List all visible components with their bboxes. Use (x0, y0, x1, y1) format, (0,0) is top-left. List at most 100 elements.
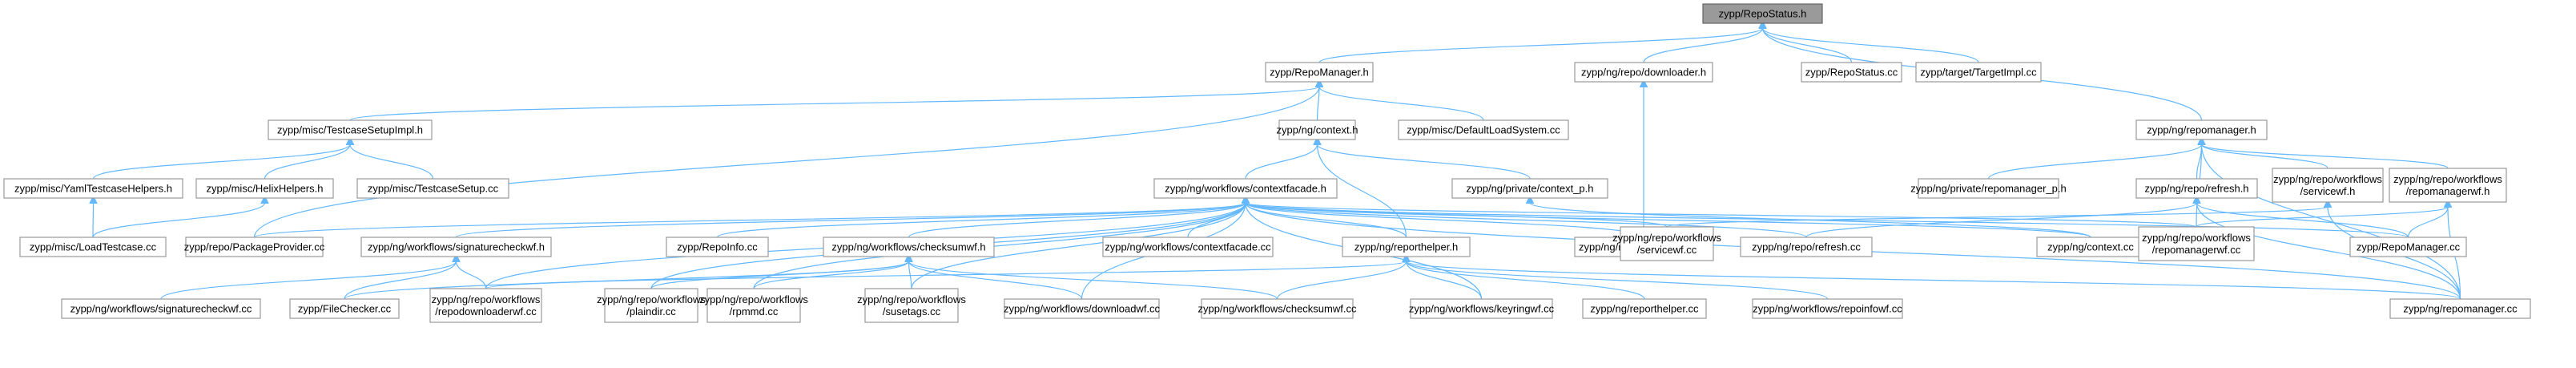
node-zypp-ng-reporthelper-h[interactable]: zypp/ng/reporthelper.h (1342, 237, 1471, 257)
edge-zypp-ng-repo-workflows-repodownloaderwf-cc-to-zypp-ng-reporthelper-h (485, 261, 1407, 289)
node-label: zypp/ng/private/context_p.h (1467, 183, 1594, 195)
node-zypp-ng-repo-workflows-rpmmd-cc[interactable]: zypp/ng/repo/workflows/rpmmd.cc (699, 288, 808, 323)
node-label: zypp/ng/repo/workflows (699, 293, 808, 305)
edge-zypp-ng-private-context-p-h-to-zypp-ng-context-h (1318, 144, 1531, 180)
node-box (706, 288, 801, 323)
node-zypp-ng-repo-workflows-servicewf-cc[interactable]: zypp/ng/repo/workflows/servicewf.cc (1612, 226, 1721, 261)
node-zypp-ng-repo-refresh-h[interactable]: zypp/ng/repo/refresh.h (2135, 178, 2258, 199)
node-box (19, 237, 167, 257)
node-zypp-ng-workflows-checksumwf-h[interactable]: zypp/ng/workflows/checksumwf.h (823, 237, 995, 257)
node-zypp-ng-repo-workflows-repomanagerwf-cc[interactable]: zypp/ng/repo/workflows/repomanagerwf.cc (2138, 226, 2255, 261)
node-label: /susetags.cc (883, 305, 941, 317)
node-label: zypp/ng/workflows/contextfacade.cc (1105, 241, 1271, 253)
node-zypp-ng-repo-workflows-plaindir-cc[interactable]: zypp/ng/repo/workflows/plaindir.cc (597, 288, 706, 323)
node-zypp-ng-workflows-downloadwf-cc[interactable]: zypp/ng/workflows/downloadwf.cc (1004, 298, 1161, 319)
node-zypp-ng-context-h[interactable]: zypp/ng/context.h (1277, 119, 1358, 140)
node-label: zypp/ng/repomanager.h (2147, 124, 2256, 136)
node-label: zypp/ng/workflows/checksumwf.cc (1198, 303, 1357, 315)
node-zypp-ng-workflows-checksumwf-cc[interactable]: zypp/ng/workflows/checksumwf.cc (1198, 298, 1357, 319)
node-zypp-ng-repo-workflows-repodownloaderwf-cc[interactable]: zypp/ng/repo/workflows/repodownloaderwf.… (429, 288, 542, 323)
node-label: zypp/RepoManager.h (1270, 67, 1369, 79)
node-zypp-repomanager-cc[interactable]: zypp/RepoManager.cc (2349, 237, 2467, 257)
node-label: zypp/ng/repo/workflows (1612, 232, 1721, 244)
edge-zypp-ng-workflows-repoinfowf-cc-to-zypp-ng-reporthelper-h (1407, 261, 1829, 300)
node-box (666, 237, 769, 257)
node-box (2138, 226, 2255, 261)
node-zypp-ng-context-cc[interactable]: zypp/ng/context.cc (2036, 237, 2145, 257)
node-label: zypp/ng/reporthelper.h (1354, 241, 1458, 253)
node-zypp-ng-repo-downloader-h[interactable]: zypp/ng/repo/downloader.h (1574, 62, 1713, 83)
edge-zypp-repomanager-cc-to-zypp-ng-repo-workflows-repomanagerwf-h (2407, 207, 2449, 238)
edge-zypp-filechecker-cc-to-zypp-ng-workflows-signaturecheckwf-h (344, 261, 457, 300)
node-label: zypp/misc/DefaultLoadSystem.cc (1407, 124, 1560, 136)
node-label: zypp/misc/YamlTestcaseHelpers.h (14, 183, 172, 195)
node-label: zypp/ng/context.h (1277, 124, 1358, 136)
node-zypp-filechecker-cc[interactable]: zypp/FileChecker.cc (289, 298, 400, 319)
node-zypp-ng-workflows-signaturecheckwf-h[interactable]: zypp/ng/workflows/signaturecheckwf.h (360, 237, 552, 257)
edge-zypp-ng-workflows-downloadwf-cc-to-zypp-ng-workflows-checksumwf-h (909, 261, 1083, 300)
node-zypp-ng-workflows-contextfacade-h[interactable]: zypp/ng/workflows/contextfacade.h (1153, 178, 1338, 199)
node-zypp-repomanager-h[interactable]: zypp/RepoManager.h (1265, 62, 1374, 83)
node-label: /repomanagerwf.cc (2152, 244, 2241, 256)
file-nodes: zypp/RepoStatus.h zypp/RepoManager.h zypp/… (3, 3, 2531, 323)
node-label: zypp/ng/repo/workflows (2273, 173, 2382, 185)
node-zypp-ng-workflows-repoinfowf-cc[interactable]: zypp/ng/workflows/repoinfowf.cc (1752, 298, 1903, 319)
node-zypp-misc-helixhelpers-h[interactable]: zypp/misc/HelixHelpers.h (195, 178, 334, 199)
node-box (604, 288, 698, 323)
node-box (1201, 298, 1354, 319)
edge-zypp-ng-workflows-signaturecheckwf-cc-to-zypp-ng-workflows-signaturecheckwf-h (160, 261, 457, 300)
node-box (3, 178, 183, 199)
edge-zypp-ng-repo-workflows-rpmmd-cc-to-zypp-ng-workflows-contextfacade-h (753, 203, 1246, 289)
edge-zypp-ng-repomanager-cc-to-zypp-ng-reporthelper-h (1407, 261, 2461, 300)
node-zypp-misc-testcasesetupimpl-h[interactable]: zypp/misc/TestcaseSetupImpl.h (268, 119, 433, 140)
node-label: zypp/ng/workflows/checksumwf.h (831, 241, 985, 253)
node-zypp-target-targetimpl-cc[interactable]: zypp/target/TargetImpl.cc (1915, 62, 2042, 83)
edge-zypp-ng-private-repomanager-p-h-to-zypp-ng-repomanager-h (1987, 144, 2202, 180)
edge-zypp-ng-repo-workflows-repomanagerwf-cc-to-zypp-ng-repo-workflows-repomanagerwf-h (2196, 207, 2448, 228)
node-zypp-repostatus-h: zypp/RepoStatus.h (1702, 3, 1823, 24)
edge-zypp-repo-packageprovider-cc-to-zypp-repomanager-h (253, 87, 1320, 238)
node-label: zypp/ng/private/repomanager_p.h (1910, 183, 2066, 195)
node-label: zypp/ng/workflows/contextfacade.h (1165, 183, 1326, 195)
node-zypp-misc-defaultloadsystem-cc[interactable]: zypp/misc/DefaultLoadSystem.cc (1398, 119, 1569, 140)
node-box (1451, 178, 1608, 199)
node-zypp-repo-packageprovider-cc[interactable]: zypp/repo/PackageProvider.cc (184, 237, 325, 257)
node-zypp-repoinfo-cc[interactable]: zypp/RepoInfo.cc (666, 237, 769, 257)
node-zypp-misc-yamltestcasehelpers-h[interactable]: zypp/misc/YamlTestcaseHelpers.h (3, 178, 183, 199)
edge-zypp-misc-defaultloadsystem-cc-to-zypp-repomanager-h (1319, 87, 1484, 121)
edge-zypp-misc-helixhelpers-h-to-zypp-misc-testcasesetupimpl-h (264, 144, 351, 180)
node-label: zypp/ng/workflows/keyringwf.cc (1409, 303, 1555, 315)
node-zypp-ng-repo-workflows-susetags-cc[interactable]: zypp/ng/repo/workflows/susetags.cc (857, 288, 966, 323)
node-zypp-ng-repo-refresh-cc[interactable]: zypp/ng/repo/refresh.cc (1740, 237, 1873, 257)
edge-zypp-repomanager-cc-to-zypp-ng-repo-refresh-h (2197, 203, 2409, 238)
edge-zypp-misc-testcasesetupimpl-h-to-zypp-repomanager-h (349, 87, 1319, 121)
node-zypp-ng-repomanager-h[interactable]: zypp/ng/repomanager.h (2135, 119, 2268, 140)
edge-zypp-repomanager-h-to-zypp-repostatus-h (1318, 28, 1763, 63)
node-zypp-ng-reporthelper-cc[interactable]: zypp/ng/reporthelper.cc (1582, 298, 1707, 319)
node-label: zypp/RepoManager.cc (2357, 241, 2461, 253)
node-zypp-ng-workflows-keyringwf-cc[interactable]: zypp/ng/workflows/keyringwf.cc (1409, 298, 1555, 319)
node-label: zypp/RepoInfo.cc (677, 241, 758, 253)
node-zypp-ng-private-repomanager-p-h[interactable]: zypp/ng/private/repomanager_p.h (1910, 178, 2067, 199)
node-box (289, 298, 400, 319)
node-box (356, 178, 509, 199)
node-zypp-ng-workflows-contextfacade-cc[interactable]: zypp/ng/workflows/contextfacade.cc (1102, 237, 1274, 257)
edge-zypp-ng-workflows-checksumwf-cc-to-zypp-ng-reporthelper-h (1276, 261, 1407, 300)
node-label: zypp/misc/TestcaseSetup.cc (368, 183, 499, 195)
node-box (2036, 237, 2145, 257)
edge-zypp-ng-repo-workflows-susetags-cc-to-zypp-ng-workflows-checksumwf-h (909, 261, 912, 289)
node-box (1004, 298, 1160, 319)
edge-zypp-ng-workflows-keyringwf-cc-to-zypp-ng-reporthelper-h (1407, 261, 1483, 300)
node-zypp-ng-private-context-p-h[interactable]: zypp/ng/private/context_p.h (1451, 178, 1608, 199)
node-box (429, 288, 542, 323)
node-zypp-misc-testcasesetup-cc[interactable]: zypp/misc/TestcaseSetup.cc (356, 178, 509, 199)
node-zypp-ng-repomanager-cc[interactable]: zypp/ng/repomanager.cc (2389, 298, 2531, 319)
node-zypp-repostatus-cc[interactable]: zypp/RepoStatus.cc (1801, 62, 1902, 83)
node-box (185, 237, 324, 257)
node-zypp-misc-loadtestcase-cc[interactable]: zypp/misc/LoadTestcase.cc (19, 237, 167, 257)
node-zypp-ng-repo-workflows-repomanagerwf-h[interactable]: zypp/ng/repo/workflows/repomanagerwf.h (2389, 168, 2507, 203)
node-label: zypp/misc/TestcaseSetupImpl.h (277, 124, 423, 136)
node-zypp-ng-workflows-signaturecheckwf-cc[interactable]: zypp/ng/workflows/signaturecheckwf.cc (61, 298, 261, 319)
node-box (2349, 237, 2467, 257)
node-zypp-ng-repo-workflows-servicewf-h[interactable]: zypp/ng/repo/workflows/servicewf.h (2272, 168, 2384, 203)
